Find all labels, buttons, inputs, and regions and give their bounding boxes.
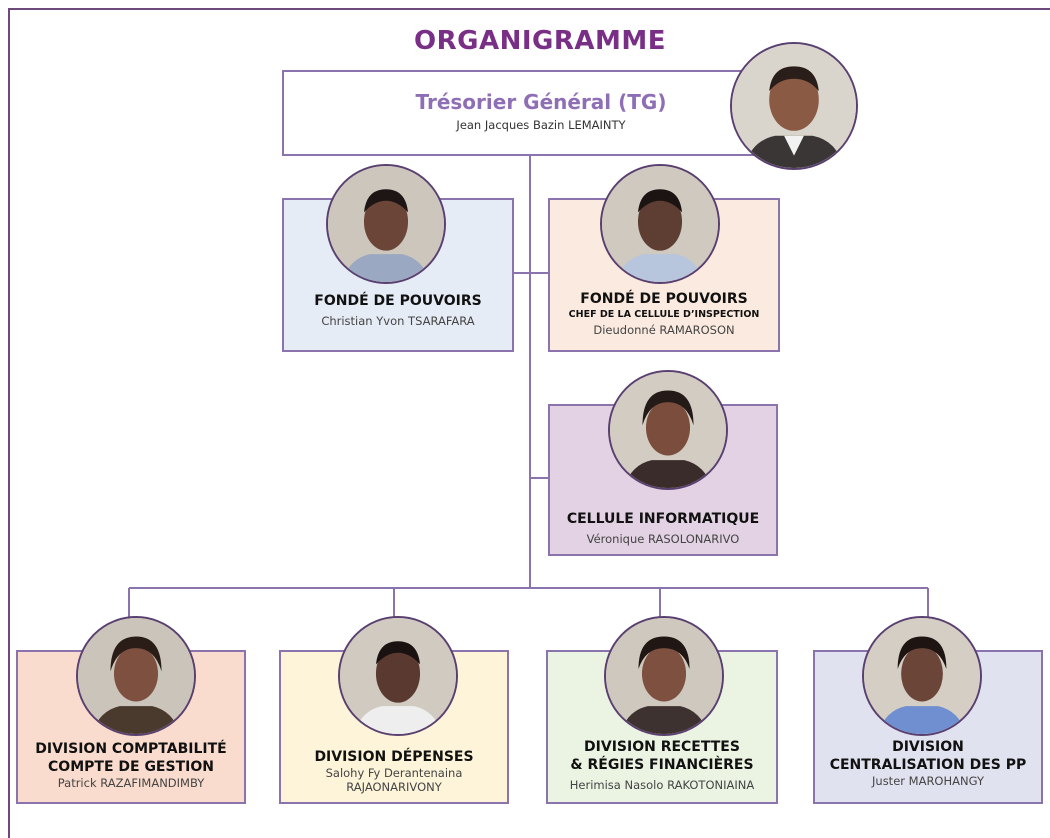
tg-title: Trésorier Général (TG) bbox=[415, 90, 667, 114]
portrait-icon bbox=[732, 44, 856, 168]
portrait-icon bbox=[610, 372, 726, 488]
avatar-division-3 bbox=[604, 616, 724, 736]
avatar-division-4 bbox=[862, 616, 982, 736]
division-1-role-line2: COMPTE DE GESTION bbox=[48, 759, 214, 775]
division-4-role-line2: CENTRALISATION DES PP bbox=[829, 757, 1027, 773]
fonde-2-subrole: CHEF DE LA CELLULE D’INSPECTION bbox=[568, 309, 760, 320]
division-2-role: DIVISION DÉPENSES bbox=[314, 749, 474, 765]
avatar-tg bbox=[730, 42, 858, 170]
portrait-icon bbox=[602, 166, 718, 282]
fonde-1-role: FONDÉ DE POUVOIRS bbox=[314, 293, 482, 309]
portrait-icon bbox=[606, 618, 722, 734]
division-3-name: Herimisa Nasolo RAKOTONIAINA bbox=[569, 778, 755, 792]
portrait-icon bbox=[328, 166, 444, 282]
fonde-2-role: FONDÉ DE POUVOIRS bbox=[580, 291, 748, 307]
tg-box: Trésorier Général (TG) Jean Jacques Bazi… bbox=[282, 70, 800, 156]
division-1-role-line1: DIVISION COMPTABILITÉ bbox=[35, 741, 227, 757]
fonde-2-name: Dieudonné RAMAROSON bbox=[593, 323, 735, 337]
page-frame bbox=[8, 8, 1050, 838]
avatar-cellule bbox=[608, 370, 728, 490]
cellule-box: CELLULE INFORMATIQUE Véronique RASOLONAR… bbox=[548, 404, 778, 556]
fonde-1-name: Christian Yvon TSARAFARA bbox=[321, 314, 475, 328]
division-3-role-line1: DIVISION RECETTES bbox=[584, 739, 740, 755]
avatar-division-2 bbox=[338, 616, 458, 736]
division-4-role-line1: DIVISION bbox=[892, 739, 964, 755]
portrait-icon bbox=[864, 618, 980, 734]
avatar-fonde-2 bbox=[600, 164, 720, 284]
avatar-fonde-1 bbox=[326, 164, 446, 284]
tg-name: Jean Jacques Bazin LEMAINTY bbox=[456, 118, 626, 132]
portrait-icon bbox=[340, 618, 456, 734]
cellule-name: Véronique RASOLONARIVO bbox=[586, 532, 740, 546]
division-4-name: Juster MAROHANGY bbox=[872, 774, 984, 788]
division-2-name-line1: Salohy Fy Derantenaina bbox=[325, 766, 463, 780]
cellule-role: CELLULE INFORMATIQUE bbox=[566, 511, 760, 527]
avatar-division-1 bbox=[76, 616, 196, 736]
portrait-icon bbox=[78, 618, 194, 734]
page-title: ORGANIGRAMME bbox=[413, 26, 666, 56]
division-3-role-line2: & RÉGIES FINANCIÈRES bbox=[570, 757, 754, 773]
division-1-name: Patrick RAZAFIMANDIMBY bbox=[57, 776, 205, 790]
division-2-name-line2: RAJAONARIVONY bbox=[346, 780, 442, 794]
